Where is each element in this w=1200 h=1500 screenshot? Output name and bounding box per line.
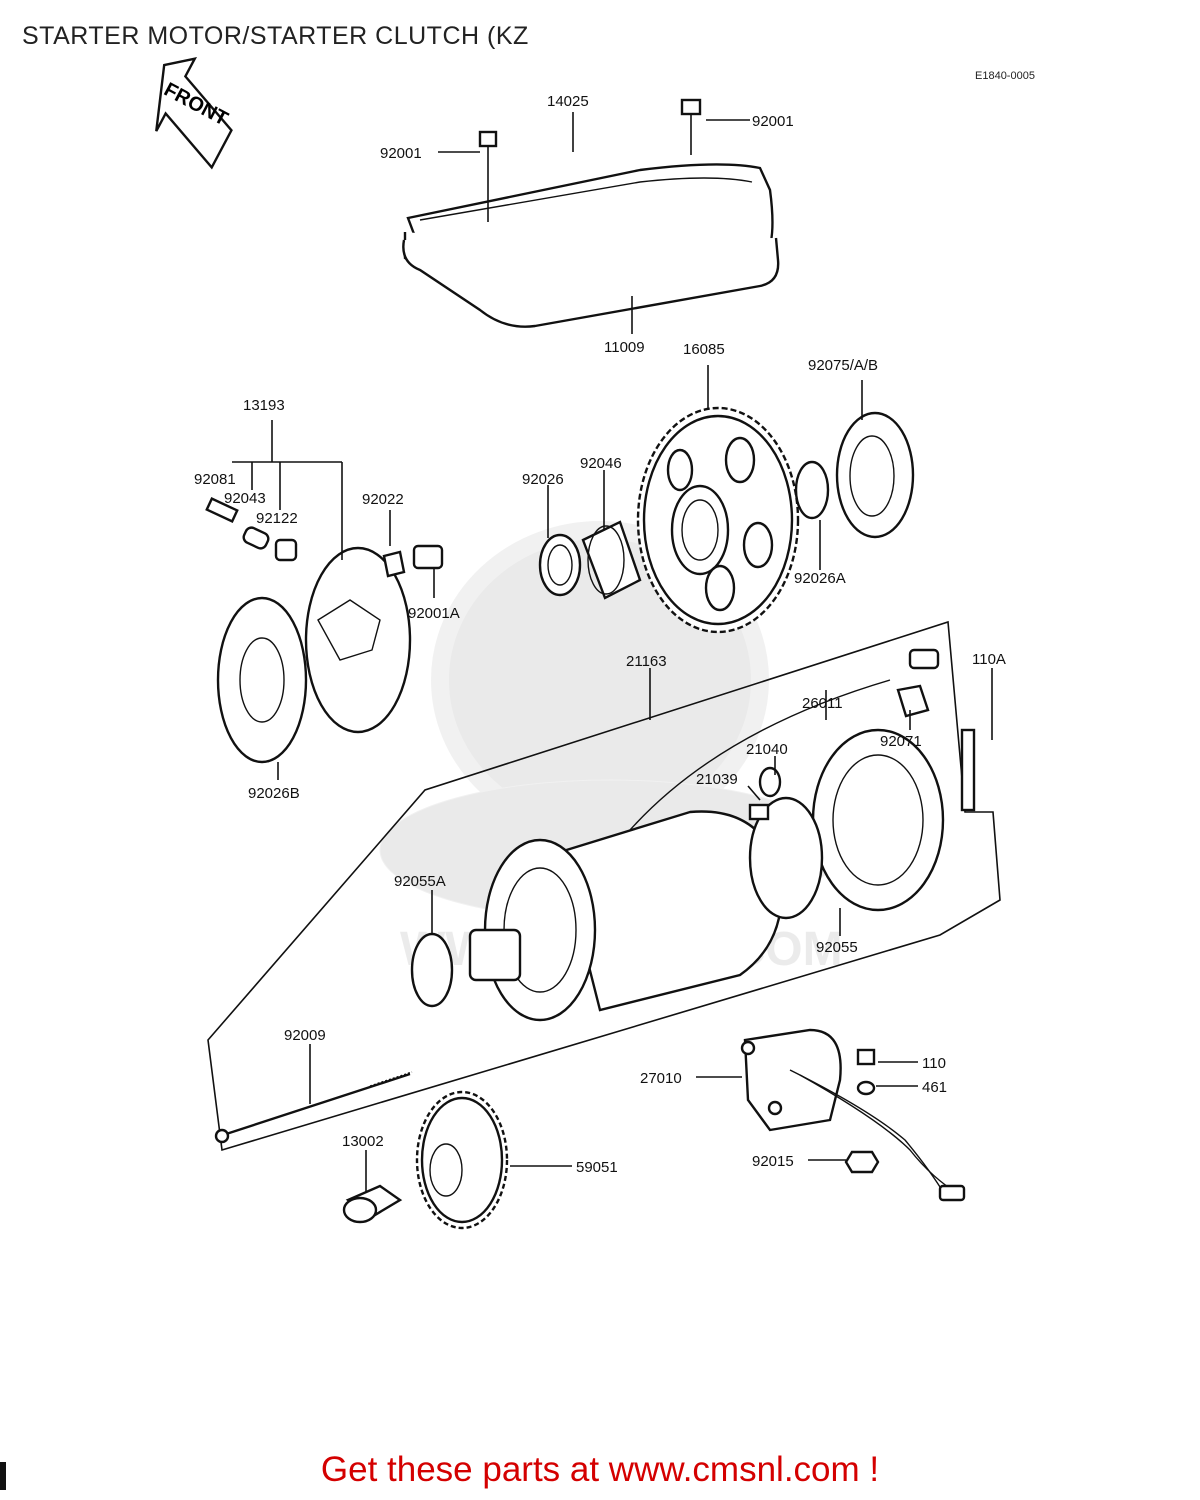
through-bolt bbox=[214, 1071, 413, 1144]
part-label-27010: 27010 bbox=[640, 1070, 682, 1087]
cover-gasket bbox=[402, 237, 780, 328]
part-label-92075: 92075/A/B bbox=[808, 357, 878, 374]
part-label-92001-right: 92001 bbox=[752, 113, 794, 130]
part-label-16085: 16085 bbox=[683, 341, 725, 358]
page-title: STARTER MOTOR/STARTER CLUTCH (KZ bbox=[22, 22, 529, 50]
starter-clutch-parts bbox=[205, 497, 444, 764]
leader-lines bbox=[232, 112, 993, 1192]
starter-motor bbox=[410, 648, 976, 1022]
part-label-21163: 21163 bbox=[626, 653, 667, 670]
starter-gear-assembly bbox=[538, 406, 915, 634]
part-label-11009: 11009 bbox=[604, 339, 645, 356]
diagram-code: E1840-0005 bbox=[975, 70, 1035, 82]
part-label-92071: 92071 bbox=[880, 733, 922, 750]
part-label-92022: 92022 bbox=[362, 491, 404, 508]
part-label-92055A: 92055A bbox=[394, 873, 446, 890]
part-label-21040: 21040 bbox=[746, 741, 788, 758]
corner-mark bbox=[0, 1462, 6, 1490]
part-label-26011: 26011 bbox=[802, 695, 843, 712]
part-label-92046: 92046 bbox=[580, 455, 622, 472]
part-label-92001A: 92001A bbox=[408, 605, 460, 622]
part-label-92055: 92055 bbox=[816, 939, 858, 956]
part-label-92009: 92009 bbox=[284, 1027, 326, 1044]
part-label-92026A: 92026A bbox=[794, 570, 846, 587]
part-label-92026B: 92026B bbox=[248, 785, 300, 802]
part-label-92001-left: 92001 bbox=[380, 145, 422, 162]
part-label-92043: 92043 bbox=[224, 490, 266, 507]
starter-solenoid bbox=[740, 1028, 966, 1202]
part-label-59051: 59051 bbox=[576, 1159, 618, 1176]
part-label-14025: 14025 bbox=[547, 93, 589, 110]
part-label-92122: 92122 bbox=[256, 510, 298, 527]
part-label-92026: 92026 bbox=[522, 471, 564, 488]
part-label-21039: 21039 bbox=[696, 771, 738, 788]
part-label-92015: 92015 bbox=[752, 1153, 794, 1170]
part-label-110: 110 bbox=[922, 1055, 946, 1072]
part-label-13002: 13002 bbox=[342, 1133, 384, 1150]
part-number-labels: 14025 92001 92001 11009 16085 92075/A/B … bbox=[194, 93, 1006, 1176]
cover-bolts bbox=[478, 98, 702, 222]
call-to-action-link[interactable]: Get these parts at www.cmsnl.com ! bbox=[320, 1450, 880, 1489]
exploded-parts-diagram: WWW.CMSNL.COM FRONT bbox=[155, 57, 1006, 1230]
front-arrow-icon: FRONT bbox=[155, 57, 233, 170]
part-label-461: 461 bbox=[922, 1079, 947, 1096]
part-label-13193: 13193 bbox=[243, 397, 285, 414]
idle-gear-assembly bbox=[342, 1090, 509, 1230]
part-label-92081: 92081 bbox=[194, 471, 236, 488]
part-label-110A: 110A bbox=[972, 651, 1006, 668]
starter-motor-panel bbox=[207, 620, 1001, 1152]
